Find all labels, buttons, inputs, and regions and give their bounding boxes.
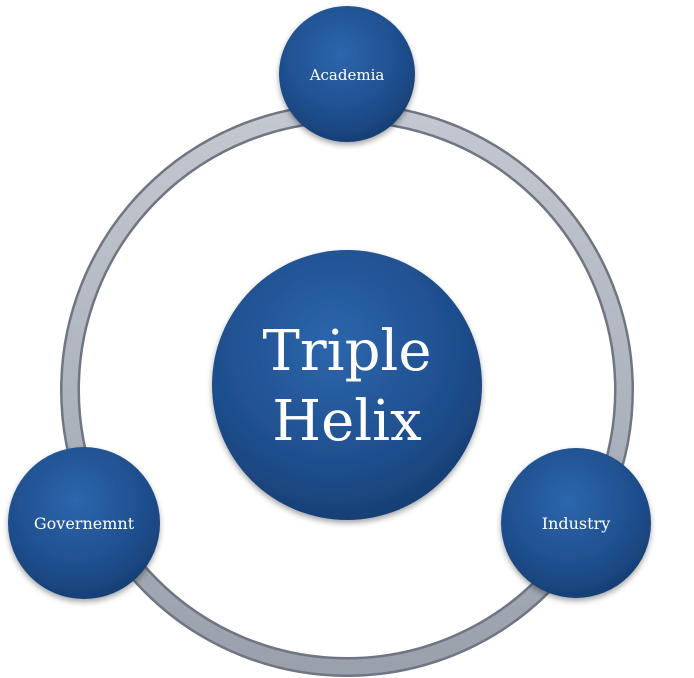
- node-academia-label: Academia: [309, 66, 385, 84]
- node-government: [8, 447, 160, 599]
- center-label-line1: Triple: [263, 319, 432, 384]
- node-academia: [279, 6, 415, 142]
- node-industry: [501, 448, 651, 598]
- center-label-line2: Helix: [272, 389, 421, 454]
- node-government-label: Governemnt: [34, 514, 135, 533]
- node-industry-label: Industry: [542, 514, 611, 533]
- center-node: [212, 250, 482, 520]
